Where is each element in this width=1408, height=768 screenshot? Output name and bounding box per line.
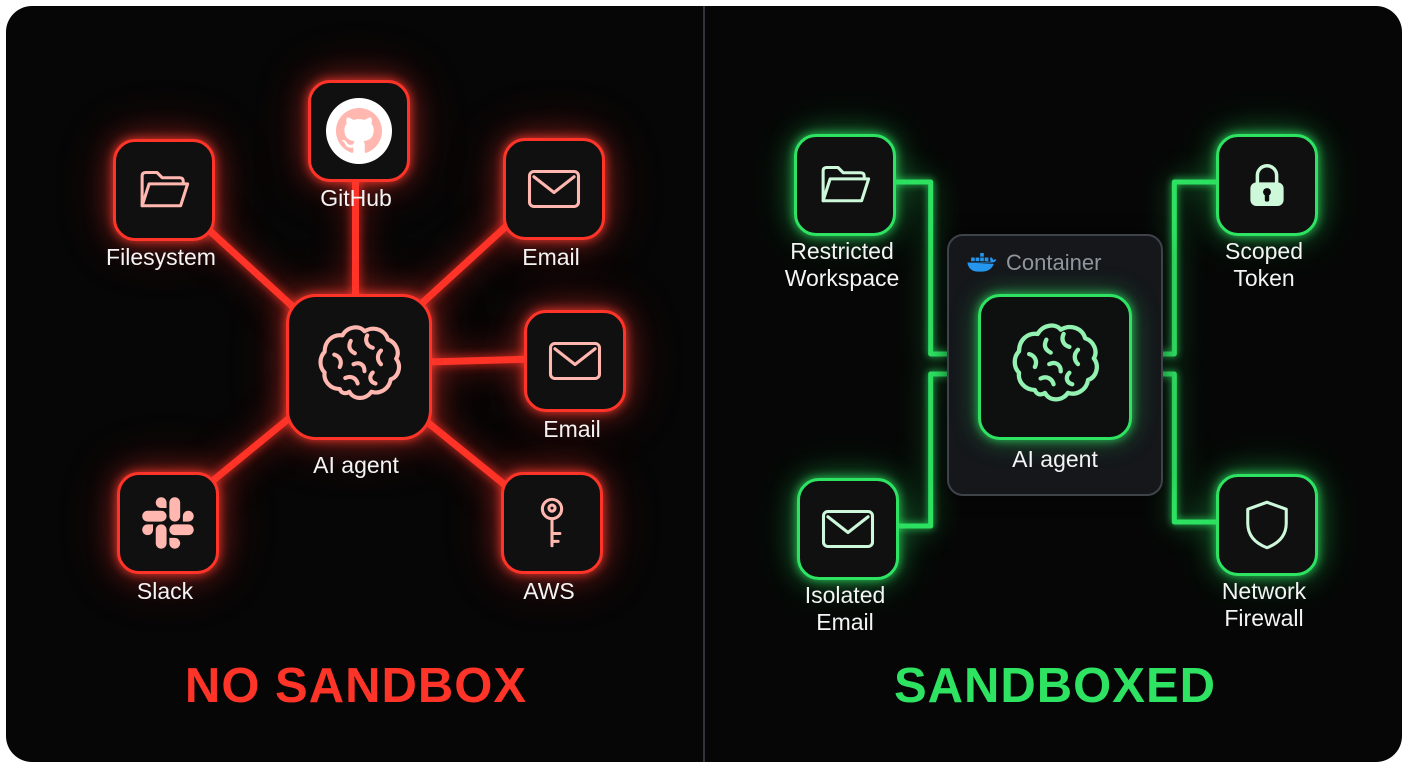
key-icon — [524, 495, 580, 551]
docker-icon — [967, 252, 997, 274]
sandboxed-title: SANDBOXED — [893, 659, 1217, 713]
shield-icon — [1239, 497, 1295, 553]
network-firewall-label: Network Firewall — [1221, 578, 1307, 632]
ai-agent-node — [286, 294, 432, 440]
slack-node — [117, 472, 219, 574]
network-firewall-node — [1216, 474, 1318, 576]
no-sandbox-title: NO SANDBOX — [184, 659, 528, 713]
scoped-token-label: Scoped Token — [1224, 238, 1303, 292]
github-label: GitHub — [320, 185, 392, 211]
email-top-node — [503, 138, 605, 240]
container-label: Container — [1006, 250, 1102, 275]
restricted-workspace-node — [794, 134, 896, 236]
sandboxed-ai-agent-label: AI agent — [1012, 446, 1098, 472]
filesystem-label: Filesystem — [106, 244, 216, 270]
scoped-token-node — [1216, 134, 1318, 236]
filesystem-node — [113, 139, 215, 241]
sandboxed-panel: Restricted Workspace Scoped Token Contai… — [705, 6, 1402, 762]
isolated-email-label: Isolated Email — [804, 582, 886, 636]
isolated-email-node — [797, 478, 899, 580]
folder-icon — [136, 162, 192, 218]
folder-icon — [817, 157, 873, 213]
envelope-icon — [820, 501, 876, 557]
aws-label: AWS — [523, 578, 575, 604]
brain-icon — [1009, 321, 1101, 413]
github-icon — [336, 108, 382, 154]
envelope-icon — [547, 333, 603, 389]
brain-icon — [315, 323, 403, 411]
github-node — [308, 80, 410, 182]
panel-divider — [703, 6, 705, 762]
container-box: Container AI agent — [947, 234, 1163, 496]
envelope-icon — [526, 161, 582, 217]
no-sandbox-panel: Filesystem GitHub Email AI agent Email S… — [6, 6, 703, 762]
slack-label: Slack — [136, 578, 194, 604]
comparison-diagram: Filesystem GitHub Email AI agent Email S… — [6, 6, 1402, 762]
sandboxed-ai-agent-node — [978, 294, 1132, 440]
email-top-label: Email — [522, 244, 580, 270]
email-right-node — [524, 310, 626, 412]
lock-icon — [1239, 157, 1295, 213]
restricted-workspace-label: Restricted Workspace — [784, 238, 900, 292]
email-right-label: Email — [543, 416, 601, 442]
github-logo-circle — [326, 98, 392, 164]
slack-icon — [142, 497, 194, 549]
aws-node — [501, 472, 603, 574]
container-header: Container — [967, 250, 1161, 276]
ai-agent-label: AI agent — [313, 452, 399, 478]
